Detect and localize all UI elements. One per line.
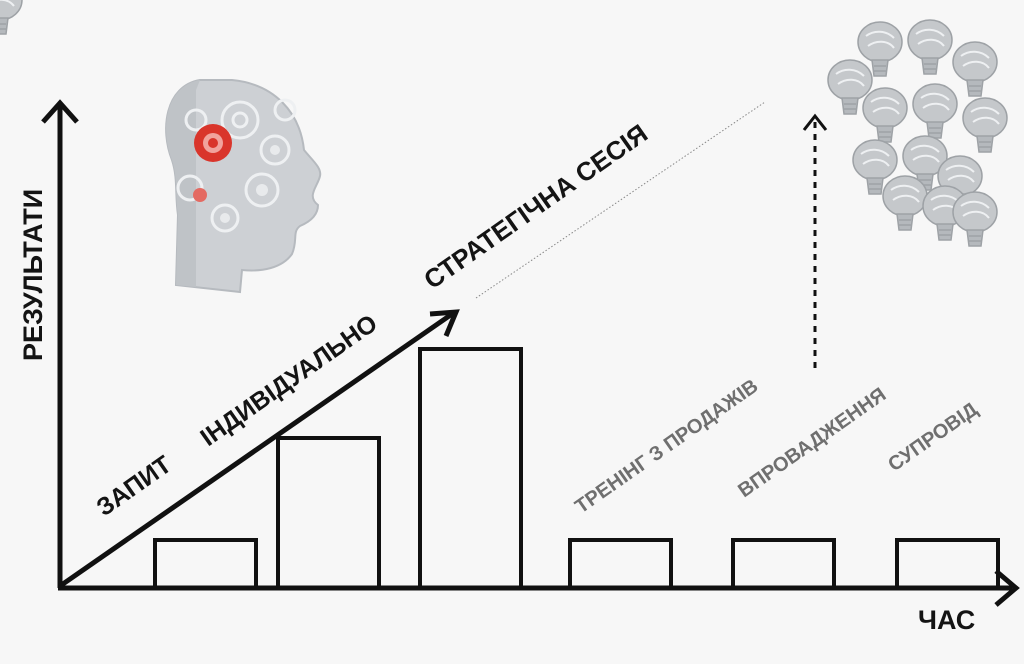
bar-sales-training	[568, 538, 673, 590]
label-sales-training: ТРЕНІНГ З ПРОДАЖІВ	[571, 375, 762, 518]
label-strategic-session: СТРАТЕГІЧНА СЕСІЯ	[418, 118, 653, 295]
bar-strategic-session	[418, 347, 523, 590]
dashed-up-arrow	[802, 113, 828, 368]
label-implementation: ВПРОВАДЖЕННЯ	[734, 384, 890, 502]
red-gear-icon	[193, 124, 232, 202]
trend-continuation-line	[475, 101, 766, 299]
y-axis	[41, 99, 79, 588]
label-support: СУПРОВІД	[884, 398, 982, 476]
bar-implementation	[731, 538, 836, 590]
bar-individual	[276, 436, 381, 590]
x-axis-label: ЧАС	[918, 605, 975, 635]
y-axis-label: РЕЗУЛЬТАТИ	[18, 189, 48, 361]
head-with-gears-icon	[165, 79, 322, 294]
growth-arrow	[58, 309, 460, 589]
bar-support	[895, 538, 1000, 590]
lightbulb-brains-icon	[0, 0, 1008, 247]
bar-request	[153, 538, 258, 590]
